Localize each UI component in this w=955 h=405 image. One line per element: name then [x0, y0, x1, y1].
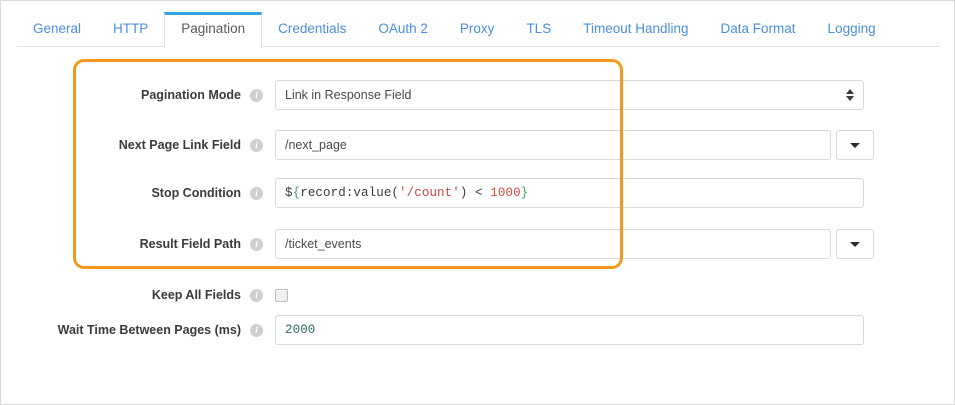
chevron-down-icon	[850, 241, 860, 247]
chevron-up-icon	[846, 89, 854, 94]
expression-token: }	[520, 186, 529, 200]
tab-http[interactable]: HTTP	[113, 21, 149, 36]
expression-token: $	[285, 186, 293, 200]
expression-token: 1000	[490, 186, 521, 200]
expression-token: ) <	[459, 186, 491, 200]
stepper-icon[interactable]	[846, 89, 854, 101]
next-page-link-field-value: /next_page	[285, 138, 347, 152]
tab-timeout-handling[interactable]: Timeout Handling	[583, 21, 689, 36]
tab-proxy[interactable]: Proxy	[459, 21, 495, 36]
tab-logging[interactable]: Logging	[827, 21, 876, 36]
tab-tls[interactable]: TLS	[526, 21, 552, 36]
expression-token: '/count'	[399, 186, 460, 200]
row-result-field-path: Result Field Path i /ticket_events	[1, 229, 954, 259]
result-field-path-dropdown-button[interactable]	[836, 229, 874, 259]
expression-token: record:value(	[300, 186, 400, 200]
field-pagination-mode: Link in Response Field	[275, 80, 864, 110]
stop-condition-value: ${record:value('/count') < 1000}	[285, 179, 528, 207]
info-icon-keep-all-fields[interactable]: i	[250, 288, 263, 302]
field-wait-time-between-pages: 2000	[275, 315, 864, 345]
label-result-field-path: Result Field Path	[139, 237, 241, 251]
info-icon-result-field-path[interactable]: i	[250, 237, 263, 251]
info-icon-next-page-link-field[interactable]: i	[250, 138, 263, 152]
pagination-form: Pagination Mode i Link in Response Field…	[1, 47, 954, 404]
field-stop-condition: ${record:value('/count') < 1000}	[275, 178, 864, 208]
info-icon-stop-condition[interactable]: i	[250, 186, 263, 200]
pagination-mode-value: Link in Response Field	[285, 88, 412, 102]
keep-all-fields-checkbox[interactable]	[275, 288, 288, 302]
field-next-page-link-field: /next_page	[275, 130, 874, 160]
wait-time-between-pages-input[interactable]: 2000	[275, 315, 864, 345]
stop-condition-input[interactable]: ${record:value('/count') < 1000}	[275, 178, 864, 208]
row-keep-all-fields: Keep All Fields i	[1, 280, 954, 310]
next-page-link-field-dropdown-button[interactable]	[836, 130, 874, 160]
label-stop-condition: Stop Condition	[151, 186, 241, 200]
pagination-mode-select[interactable]: Link in Response Field	[275, 80, 864, 110]
chevron-down-icon	[846, 96, 854, 101]
wait-time-between-pages-value: 2000	[285, 323, 316, 337]
field-result-field-path: /ticket_events	[275, 229, 874, 259]
tab-credentials[interactable]: Credentials	[278, 21, 347, 36]
next-page-link-field-input[interactable]: /next_page	[275, 130, 831, 160]
tab-oauth2[interactable]: OAuth 2	[378, 21, 428, 36]
tab-pagination[interactable]: Pagination	[164, 12, 263, 48]
result-field-path-input[interactable]: /ticket_events	[275, 229, 831, 259]
tab-data-format[interactable]: Data Format	[720, 21, 796, 36]
tab-bar: General HTTP Pagination Credentials OAut…	[1, 1, 954, 48]
row-pagination-mode: Pagination Mode i Link in Response Field	[1, 80, 954, 110]
info-icon-pagination-mode[interactable]: i	[250, 88, 263, 102]
chevron-down-icon	[850, 142, 860, 148]
label-wait-time-between-pages: Wait Time Between Pages (ms)	[57, 323, 241, 337]
row-next-page-link-field: Next Page Link Field i /next_page	[1, 130, 954, 160]
field-keep-all-fields	[275, 280, 288, 310]
label-next-page-link-field: Next Page Link Field	[118, 138, 241, 152]
row-stop-condition: Stop Condition i ${record:value('/count'…	[1, 178, 954, 208]
info-icon-wait-time-between-pages[interactable]: i	[250, 323, 263, 337]
label-keep-all-fields: Keep All Fields	[151, 288, 241, 302]
expression-token: {	[292, 186, 301, 200]
tab-general[interactable]: General	[33, 21, 82, 36]
result-field-path-value: /ticket_events	[285, 237, 362, 251]
row-wait-time-between-pages: Wait Time Between Pages (ms) i 2000	[1, 315, 954, 345]
label-pagination-mode: Pagination Mode	[141, 88, 241, 102]
